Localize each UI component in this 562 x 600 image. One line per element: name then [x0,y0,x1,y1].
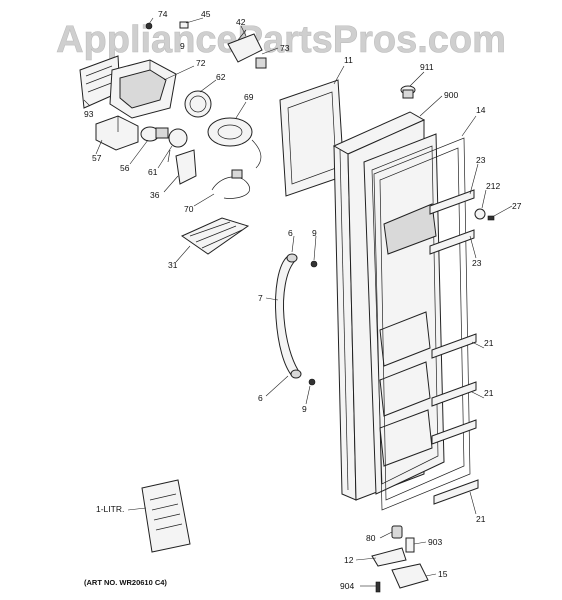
callout-label: 9 [180,41,185,51]
shelf-bar-23-upper [429,189,475,215]
callout-label: 15 [438,569,448,579]
fan-assembly-part [207,117,262,169]
manual-booklet [141,479,191,553]
callout-label: 23 [476,155,486,165]
callout-label: 21 [484,338,494,348]
shelf-bar-21-a [431,333,477,359]
callout-label: 69 [244,92,254,102]
screw-904 [375,581,381,593]
callout-label: 911 [420,62,434,72]
handle-screw-lower [308,378,316,386]
screw-27 [487,215,495,221]
leader-lines [83,17,513,587]
ring-part-62 [184,90,212,118]
bracket-part-45 [179,21,189,29]
hinge-bushing-212 [474,208,486,220]
shelf-bar-21-c [431,419,477,445]
screw-part-74 [145,22,153,30]
shelf-bar-21-b [431,381,477,407]
art-number: (ART NO. WR20610 C4) [84,578,167,587]
manual-label: 1-LITR. [96,504,124,514]
handle-screw-upper [310,260,318,268]
callout-label: 74 [158,9,168,19]
callout-label: 12 [344,555,354,565]
callout-label: 6 [288,228,293,238]
callout-label: 21 [476,514,486,524]
callout-label: 903 [428,537,442,547]
callout-label: 36 [150,190,160,200]
callout-label: 23 [472,258,482,268]
callout-label: 212 [486,181,500,191]
callout-label: 72 [196,58,206,68]
shelf-bar-23-lower [429,229,475,255]
callout-label: 14 [476,105,486,115]
callout-label: 45 [201,9,211,19]
hinge-bracket-12 [371,547,407,567]
shelf-bar-21-d [433,479,479,505]
callout-label: 80 [366,533,376,543]
auger-motor-part [167,128,188,163]
callout-label: 93 [84,109,94,119]
hinge-block-15 [391,563,429,589]
actuator-part-36 [175,149,197,185]
solenoid-part [95,115,139,151]
dispenser-housing-part [109,59,177,119]
callout-label: 31 [168,260,178,270]
callout-label: 42 [236,17,246,27]
door-gasket [373,137,471,511]
callout-label: 70 [184,204,194,214]
callout-label: 900 [444,90,458,100]
hinge-bushing-80 [391,525,403,539]
callout-label: 6 [258,393,263,403]
callout-label: 73 [280,43,290,53]
hinge-pin-903 [405,537,415,553]
callout-label: 21 [484,388,494,398]
callout-label: 11 [344,55,353,65]
callout-label: 9 [302,404,307,414]
gear-motor-part [140,126,169,142]
drip-tray-part [180,217,250,255]
callout-label: 904 [340,581,354,591]
callout-labels: 74 45 42 73 9 72 93 62 11 911 900 69 57 … [84,9,522,591]
callout-label: 9 [312,228,317,238]
wire-harness-part [211,169,251,199]
callout-label: 62 [216,72,226,82]
callout-label: 57 [92,153,102,163]
switch-assembly-part [227,29,267,69]
callout-label: 61 [148,167,158,177]
hinge-bushing-911 [400,85,416,99]
callout-label: 27 [512,201,522,211]
watermark-text: AppliancePartsPros.com [56,19,506,61]
callout-label: 7 [258,293,263,303]
callout-label: 56 [120,163,130,173]
door-handle-part [275,253,302,379]
